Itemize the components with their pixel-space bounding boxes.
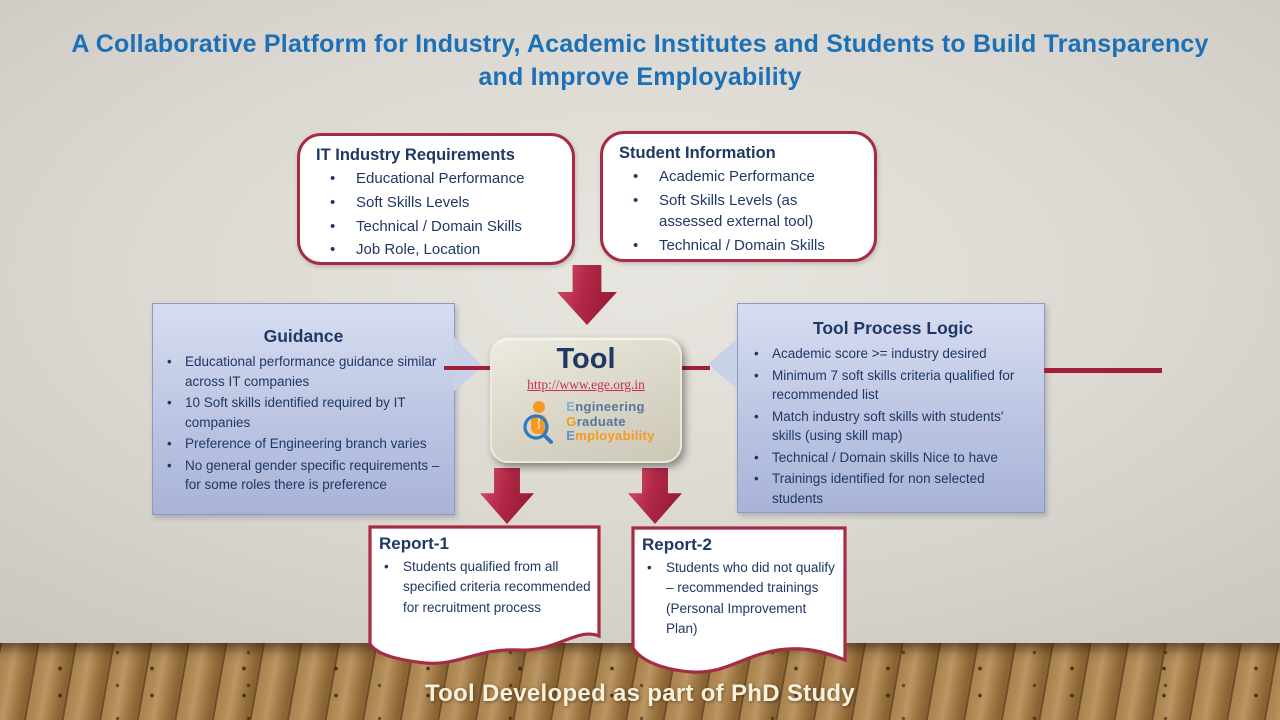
tool-url-link[interactable]: http://www.ege.org.in xyxy=(527,376,645,392)
list-item: Educational Performance xyxy=(314,168,558,190)
box-title: Report-1 xyxy=(379,534,449,553)
list-item-text: Technical / Domain Skills xyxy=(659,236,825,254)
list-item-text: Technical / Domain skills Nice to have xyxy=(772,449,998,465)
guidance-box: Guidance Educational performance guidanc… xyxy=(152,303,455,515)
connector-line-left xyxy=(444,366,492,370)
connector-line-right xyxy=(1044,368,1162,373)
logo-line-graduate: Graduate xyxy=(566,413,654,430)
bullet-list: Students who did not qualify – recommend… xyxy=(642,558,838,639)
tool-process-logic-box: Tool Process Logic Academic score >= ind… xyxy=(737,303,1045,513)
list-item: 10 Soft skills identified required by IT… xyxy=(163,393,444,432)
box-title: Report-2 xyxy=(642,535,712,554)
list-item-text: Job Role, Location xyxy=(356,241,481,259)
list-item-text: Minimum 7 soft skills criteria qualified… xyxy=(772,367,1015,403)
list-item-text: Students qualified from all specified cr… xyxy=(403,559,591,615)
list-item-text: No general gender specific requirements … xyxy=(185,457,440,493)
list-item: Technical / Domain Skills xyxy=(617,235,860,257)
logo-line-engineering: Engineering xyxy=(566,399,654,415)
list-item-text: Students who did not qualify – recommend… xyxy=(666,560,835,636)
list-item-text: Soft Skills Levels (as assessed external… xyxy=(659,191,814,231)
tool-title: Tool xyxy=(556,343,616,375)
bullet-list: Educational Performance Soft Skills Leve… xyxy=(314,168,558,261)
arrow-tool-to-report1-icon xyxy=(480,468,534,524)
footer-caption: Tool Developed as part of PhD Study xyxy=(424,680,856,707)
list-item-text: Preference of Engineering branch varies xyxy=(185,436,427,452)
logo-rest: raduate xyxy=(576,413,626,429)
list-item-text: Academic Performance xyxy=(659,168,815,185)
box-title: Guidance xyxy=(263,326,344,346)
list-item-text: Trainings identified for non selected st… xyxy=(772,471,985,506)
slide-title: A Collaborative Platform for Industry, A… xyxy=(0,28,1280,94)
arrow-tool-to-report2-icon xyxy=(628,468,682,524)
list-item: Technical / Domain Skills xyxy=(314,216,558,238)
logo-initial: E xyxy=(566,428,576,444)
list-item-text: Technical / Domain Skills xyxy=(356,217,522,235)
list-item: Job Role, Location xyxy=(314,239,558,261)
ege-logo-text: Engineering Graduate Employability xyxy=(566,399,655,444)
slide-title-line1: A Collaborative Platform for Industry, A… xyxy=(71,30,1209,58)
list-item: Soft Skills Levels xyxy=(314,192,558,214)
tool-box: Tool http://www.ege.org.in Engineering G… xyxy=(490,337,682,463)
list-item-text: Soft Skills Levels xyxy=(356,193,470,211)
list-item: Academic Performance xyxy=(617,166,860,188)
report2-box: Report-2 Students who did not qualify – … xyxy=(630,525,848,675)
list-item: Academic score >= industry desired xyxy=(750,344,1036,364)
bullet-list: Educational performance guidance similar… xyxy=(163,352,444,495)
ege-person-magnifier-icon xyxy=(523,400,554,444)
report-content: Report-1 Students qualified from all spe… xyxy=(367,524,602,618)
list-item-text: Match industry soft skills with students… xyxy=(772,408,1004,444)
list-item: Students qualified from all specified cr… xyxy=(379,557,592,618)
arrow-inputs-to-tool-icon xyxy=(557,265,617,325)
bullet-list: Academic Performance Soft Skills Levels … xyxy=(617,166,860,256)
list-item: Soft Skills Levels (as assessed external… xyxy=(617,190,860,233)
box-title: Student Information xyxy=(619,144,776,162)
bullet-list: Academic score >= industry desired Minim… xyxy=(750,344,1036,509)
it-industry-requirements-box: IT Industry Requirements Educational Per… xyxy=(297,133,575,265)
report-content: Report-2 Students who did not qualify – … xyxy=(630,525,848,639)
box-title: IT Industry Requirements xyxy=(316,146,515,164)
list-item: Preference of Engineering branch varies xyxy=(163,434,444,454)
list-item-text: Academic score >= industry desired xyxy=(772,346,987,361)
logo-line-employability: Employability xyxy=(566,428,655,444)
logo-rest: mployability xyxy=(575,428,655,444)
connector-line-middle xyxy=(680,366,710,370)
list-item: Educational performance guidance similar… xyxy=(163,352,444,391)
guidance-arrow-tip xyxy=(454,337,483,391)
logo-initial: G xyxy=(566,413,577,429)
list-item-text: Educational Performance xyxy=(356,170,525,187)
process-logic-arrow-tip xyxy=(708,339,737,389)
logo-initial: E xyxy=(566,399,576,415)
ege-logo: Engineering Graduate Employability xyxy=(492,399,680,445)
list-item-text: Educational performance guidance similar… xyxy=(185,354,437,389)
bullet-list: Students qualified from all specified cr… xyxy=(379,557,592,618)
slide-title-line2: and Improve Employability xyxy=(478,63,802,91)
list-item-text: 10 Soft skills identified required by IT… xyxy=(185,395,406,430)
list-item: Match industry soft skills with students… xyxy=(750,407,1036,446)
box-title: Tool Process Logic xyxy=(812,318,974,338)
student-information-box: Student Information Academic Performance… xyxy=(600,131,877,262)
list-item: Students who did not qualify – recommend… xyxy=(642,558,838,639)
report1-box: Report-1 Students qualified from all spe… xyxy=(367,524,602,676)
list-item: No general gender specific requirements … xyxy=(163,456,444,495)
list-item: Technical / Domain skills Nice to have xyxy=(750,448,1036,468)
logo-rest: ngineering xyxy=(575,399,645,415)
list-item: Minimum 7 soft skills criteria qualified… xyxy=(750,366,1036,405)
list-item: Trainings identified for non selected st… xyxy=(750,469,1036,508)
